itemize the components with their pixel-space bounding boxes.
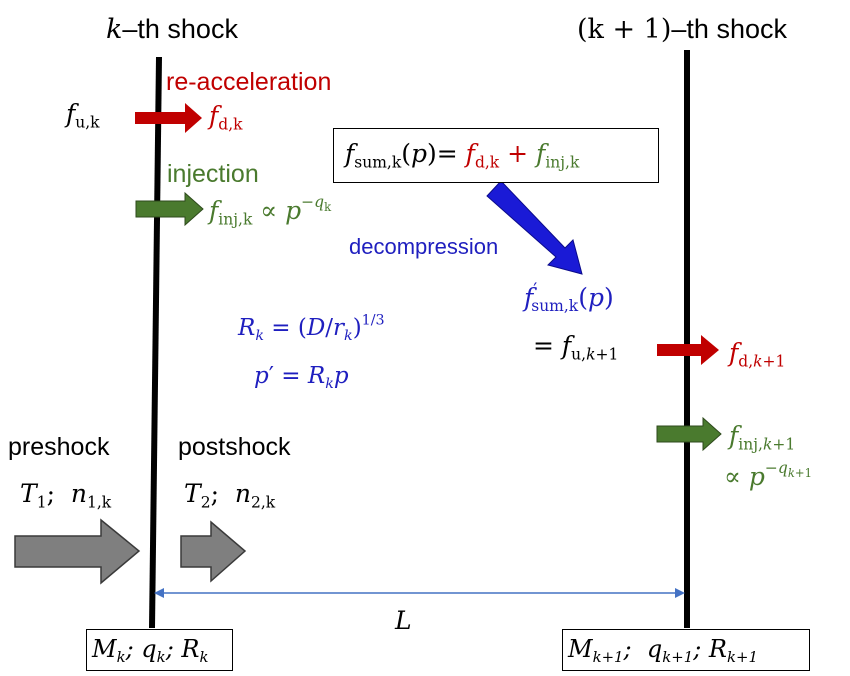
f-d-k1-label: fd,k+1 bbox=[729, 338, 786, 371]
f-sum-box bbox=[333, 128, 659, 183]
params-k-label: Mk; qk; Rk bbox=[92, 635, 209, 667]
green-arrow-icon bbox=[656, 416, 722, 452]
f-u-k1-label: = fu,k+1 bbox=[533, 331, 619, 364]
gray-arrow-icon bbox=[14, 518, 141, 585]
green-arrow-icon bbox=[135, 191, 204, 227]
params-k1-box bbox=[562, 629, 810, 671]
T1-n1-label: T1; n1,k bbox=[20, 479, 112, 512]
distance-L-label: L bbox=[395, 606, 412, 635]
propto-k1-label: ∝ p−qk+1 bbox=[724, 459, 812, 491]
p-prime-definition: p′ = Rkp bbox=[254, 363, 349, 392]
params-k1-label: Mk+1; qk+1; Rk+1 bbox=[568, 635, 758, 667]
preshock-label: preshock bbox=[8, 433, 110, 461]
gray-arrow-icon bbox=[180, 520, 247, 583]
postshock-label: postshock bbox=[178, 433, 291, 461]
arrowhead-left-icon bbox=[154, 588, 164, 598]
k1-shock-title: (k + 1)–th shock bbox=[577, 14, 787, 45]
k-shock-line bbox=[149, 56, 162, 629]
params-k-box bbox=[86, 629, 233, 671]
f-d-k-label: fd,k bbox=[209, 101, 243, 134]
blue-arrow-icon bbox=[486, 180, 583, 275]
re-acceleration-label: re-acceleration bbox=[166, 68, 332, 96]
f-inj-k-label: finj,k ∝ p−qk bbox=[209, 193, 332, 229]
red-arrow-icon bbox=[135, 103, 202, 133]
f-inj-k1-label: finj,k+1 bbox=[729, 421, 796, 454]
decompression-label: decompression bbox=[349, 234, 499, 259]
R-k-definition: Rk = (D/rk)1/3 bbox=[238, 312, 385, 344]
k-shock-title: k–th shock bbox=[106, 14, 238, 45]
f-u-k-label: fu,k bbox=[66, 99, 100, 132]
f-sum-prime-label: f′sum,k(p) bbox=[524, 280, 614, 316]
red-arrow-icon bbox=[657, 335, 719, 365]
arrowhead-right-icon bbox=[675, 588, 685, 598]
f-sum-label: fsum,k(p)= fd,k + finj,k bbox=[345, 139, 580, 172]
injection-label: injection bbox=[167, 160, 259, 188]
T2-n2-label: T2; n2,k bbox=[184, 479, 276, 512]
